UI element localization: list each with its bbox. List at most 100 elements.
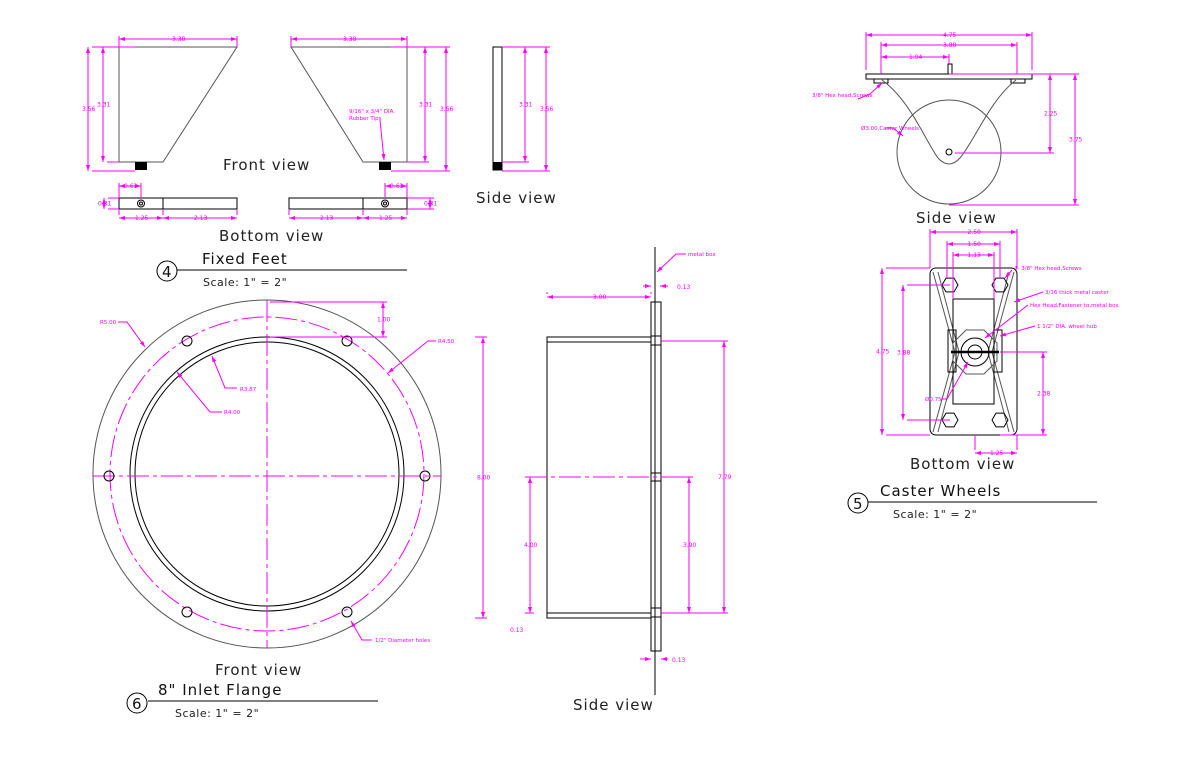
dim-side-height-total: 3.56 <box>540 106 554 113</box>
left-rubber-tip <box>135 162 147 170</box>
dim-foot-height-total-left: 3.56 <box>82 106 96 113</box>
dim-foot-width-left: 3.38 <box>172 36 186 43</box>
caster-number: 5 <box>853 495 864 513</box>
rubber-tips-note-2: Rubber Tips <box>349 116 382 122</box>
label-fastener-note: Hex Head,Fastener to,metal box <box>1030 303 1119 309</box>
dim-left-tip-offset: 0.63 <box>124 183 138 190</box>
dim-right-remaining: 2.13 <box>320 215 334 222</box>
dim-inner-width: 1.13 <box>968 252 982 259</box>
label-caster-note: 3/16 thick metal caster <box>1045 290 1110 296</box>
dim-right-tip-offset: 0.63 <box>390 183 404 190</box>
label-bottom-screws-note: 4- 3/8" Hex head,Screws <box>1014 266 1082 272</box>
label-outer-radius: R5.00 <box>100 320 117 326</box>
label-hub-hole: Ø0.75 <box>925 396 942 403</box>
dim-flange-width: 1.00 <box>377 317 391 324</box>
hex-screw-icon <box>991 412 1009 428</box>
dim-left-foot-section: 1.25 <box>135 215 149 222</box>
bolt-hole <box>341 335 353 347</box>
dim-foot-width-right: 3.38 <box>343 36 357 43</box>
caster-bottom-view-label: Bottom view <box>910 455 1015 473</box>
dim-axle-height: 2.25 <box>1044 111 1058 118</box>
dim-plate-thickness: 0.13 <box>672 657 686 664</box>
right-rubber-tip <box>379 162 391 170</box>
dim-foot-height-total-right: 3.56 <box>440 106 454 113</box>
caster-scale: Scale: 1" = 2" <box>893 508 977 521</box>
detail-title: Fixed Feet <box>202 250 288 268</box>
dim-caster-plate-width: 4.75 <box>943 32 957 39</box>
caster-wheel <box>896 99 1002 205</box>
detail-number: 4 <box>162 263 173 281</box>
caster-fork <box>881 79 1017 165</box>
hex-screw-icon <box>991 277 1009 293</box>
label-screws-note: 3/8" Hex head,Screws <box>812 93 873 99</box>
left-tip-circle <box>137 199 145 208</box>
inlet-flange-front-view: Front view 6 8" Inlet Flange Scale: 1" =… <box>92 299 442 720</box>
dim-bottom-plate-width: 2.50 <box>968 229 982 236</box>
fixed-feet-detail: 9/16" x 3/4" DIA. Rubber Tips Front view… <box>118 46 557 289</box>
label-inner-radius-1: R3.87 <box>240 387 257 393</box>
bolt-hole <box>103 470 115 482</box>
bolt-holes <box>103 335 431 618</box>
caster-side-view: Side view <box>865 63 1033 227</box>
side-rubber-tip <box>493 162 502 170</box>
flange-number: 6 <box>132 695 143 713</box>
caster-bottom-view: Bottom view 5 Caster Wheels Scale: 1" = … <box>847 267 1097 521</box>
dim-half-height: 4.00 <box>524 542 538 549</box>
detail-number-circle <box>156 260 178 282</box>
caster-number-circle <box>847 492 869 514</box>
axle <box>945 148 953 156</box>
label-holes-note: 1/2" Diameter holes <box>375 638 430 644</box>
label-inner-radius-2: R4.00 <box>224 410 241 416</box>
front-view-label: Front view <box>223 156 310 174</box>
flange-side-view-label: Side view <box>573 696 654 714</box>
dim-side-height-body: 3.31 <box>519 102 533 109</box>
flange-title: 8" Inlet Flange <box>158 681 282 699</box>
caster-side-view-label: Side view <box>916 209 997 227</box>
bottom-view-label: Bottom view <box>219 227 324 245</box>
dim-right-thickness: 0.31 <box>424 201 438 208</box>
bolt-hole <box>181 606 193 618</box>
dim-hub-to-edge: 1.25 <box>990 450 1004 457</box>
bolt-hole <box>419 470 431 482</box>
label-bolt-circle-radius: R4.50 <box>438 339 455 345</box>
dim-right-foot-section: 1.25 <box>379 215 393 222</box>
right-foot-front-outline <box>290 46 408 163</box>
dim-hub-offset: 2.38 <box>1037 391 1051 398</box>
bolt-hole <box>181 335 193 347</box>
dim-bolt-spacing-x: 1.50 <box>968 241 982 248</box>
dim-foot-height-body-left: 3.31 <box>97 102 111 109</box>
dim-inner-height: 7.79 <box>718 474 732 481</box>
detail-scale: Scale: 1" = 2" <box>203 276 287 289</box>
dim-inner-half: 3.90 <box>683 542 697 549</box>
caster-title: Caster Wheels <box>880 482 1001 500</box>
caster-mount-plate <box>865 73 1033 80</box>
flange-number-circle <box>126 692 148 714</box>
dim-caster-bolt-spacing: 3.88 <box>943 42 957 49</box>
side-view-label: Side view <box>476 189 557 207</box>
flange-scale: Scale: 1" = 2" <box>175 707 259 720</box>
dim-caster-half-spacing: 1.94 <box>909 54 923 61</box>
label-wheel-note: Ø3.00,Caster Wheels <box>861 125 919 132</box>
label-metal-box: metal box <box>688 252 716 258</box>
label-hub-note: 1 1/2" DIA. wheel hub <box>1037 324 1097 330</box>
right-foot-bottom-outline <box>288 197 408 210</box>
rubber-tips-note-1: 9/16" x 3/4" DIA. <box>349 109 395 115</box>
bolt-hole <box>341 606 353 618</box>
dim-plate-length: 4.75 <box>876 349 890 356</box>
bolt-circle <box>109 316 425 632</box>
left-foot-bottom-outline <box>118 197 238 210</box>
dim-left-thickness: 0.31 <box>98 201 112 208</box>
dim-plate-gap: 0.13 <box>677 284 691 291</box>
dim-foot-height-body-right: 3.31 <box>419 102 433 109</box>
dim-bolt-spacing-y: 3.88 <box>897 350 911 357</box>
left-foot-front-outline <box>118 46 238 163</box>
right-tip-circle <box>381 199 389 208</box>
foot-side-outline <box>492 46 503 171</box>
inlet-flange-side-view: Side view <box>525 247 692 714</box>
dim-outer-height: 8.00 <box>477 475 491 482</box>
flange-front-view-label: Front view <box>215 661 302 679</box>
dim-duct-depth: 3.00 <box>593 294 607 301</box>
dim-wall: 0.13 <box>510 627 524 634</box>
